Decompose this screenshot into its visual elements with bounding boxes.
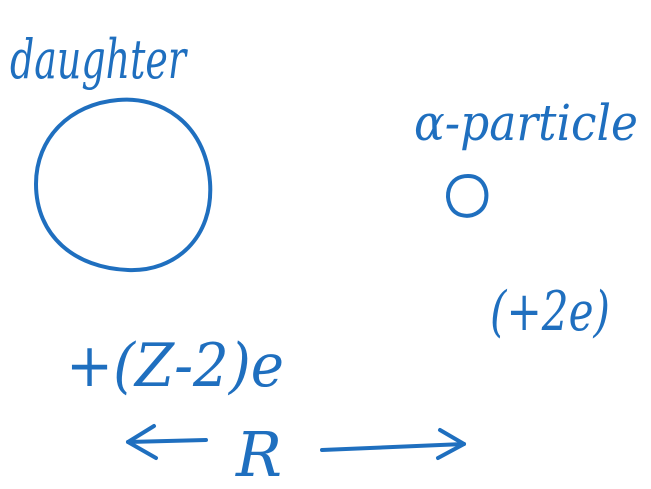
alpha-particle-label: α-particle bbox=[414, 94, 638, 152]
separation-label: R bbox=[235, 418, 282, 489]
alpha-charge-label: (+2e) bbox=[490, 280, 610, 343]
left-arrow-head bbox=[126, 424, 158, 460]
daughter-label: daughter bbox=[10, 28, 188, 91]
daughter-nucleus-circle bbox=[34, 97, 213, 273]
daughter-charge-label: +(Z-2)e bbox=[66, 331, 284, 401]
right-arrow-head bbox=[436, 428, 466, 460]
alpha-particle-circle bbox=[446, 174, 489, 218]
left-arrow bbox=[126, 438, 208, 444]
right-arrow bbox=[320, 442, 466, 452]
